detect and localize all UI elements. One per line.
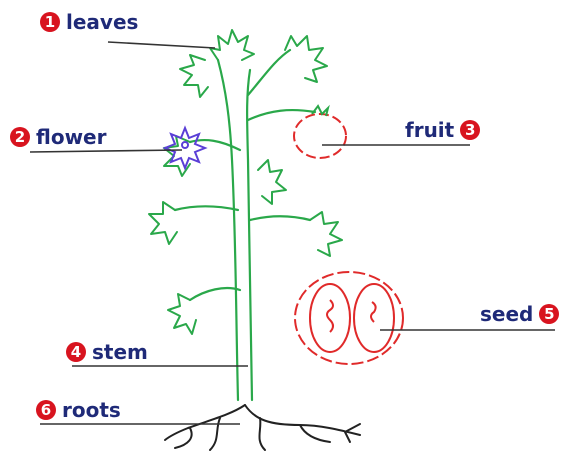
label-roots: 6 roots <box>36 398 121 422</box>
number-badge-roots: 6 <box>36 400 56 420</box>
leader-lines <box>30 42 555 424</box>
label-leaves: 1 leaves <box>40 10 138 34</box>
label-leaves-text: leaves <box>66 10 138 34</box>
label-fruit: fruit 3 <box>405 118 480 142</box>
label-seed: seed 5 <box>480 302 559 326</box>
stem-drawing <box>175 50 315 400</box>
leader-line-flower <box>30 150 182 152</box>
label-stem: 4 stem <box>66 340 148 364</box>
number-badge-leaves: 1 <box>40 12 60 32</box>
number-badge-seed: 5 <box>539 304 559 324</box>
leader-line-leaves <box>108 42 215 48</box>
number-badge-fruit: 3 <box>460 120 480 140</box>
label-fruit-text: fruit <box>405 118 454 142</box>
label-roots-text: roots <box>62 398 121 422</box>
number-badge-stem: 4 <box>66 342 86 362</box>
label-seed-text: seed <box>480 302 533 326</box>
number-badge-flower: 2 <box>10 127 30 147</box>
label-stem-text: stem <box>92 340 148 364</box>
label-flower-text: flower <box>36 125 106 149</box>
fruit-drawing <box>294 114 346 158</box>
label-flower: 2 flower <box>10 125 106 149</box>
leaves-drawing <box>149 30 342 334</box>
seed-cross-section-drawing <box>295 272 403 364</box>
roots-drawing <box>165 405 360 450</box>
